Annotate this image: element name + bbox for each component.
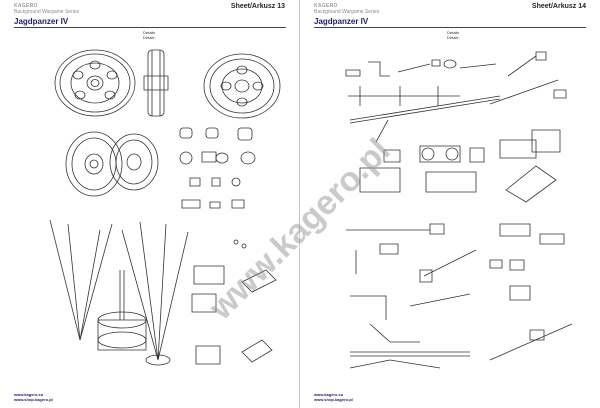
sheet-number: Sheet/Arkusz 13 xyxy=(230,3,285,10)
left-page: KAGERO Background Wargame Series Sheet/A… xyxy=(14,0,300,408)
page-title: Jagdpanzer IV xyxy=(314,17,369,26)
brand-subtitle: Background Wargame Series xyxy=(14,9,80,15)
footer-url[interactable]: www.kagero.eu xyxy=(314,392,344,397)
page-title: Jagdpanzer IV xyxy=(14,17,69,26)
right-page: KAGERO Background Wargame Series Sheet/A… xyxy=(300,0,600,408)
brand-subtitle: Background Wargame Series xyxy=(314,9,380,15)
footer-shop-url[interactable]: www.shop.kagero.pl xyxy=(314,397,353,402)
caption: Details Detale xyxy=(143,30,155,40)
footer: www.kagero.eu www.shop.kagero.pl xyxy=(14,392,53,402)
lamps-drawing xyxy=(176,126,266,216)
sprocket-side-drawing xyxy=(142,48,170,118)
header-rule xyxy=(14,27,286,28)
brand-name: KAGERO xyxy=(14,3,38,9)
header-rule xyxy=(314,27,586,28)
caption: Details Detale xyxy=(447,30,459,40)
caption-pl: Detale xyxy=(143,35,155,40)
footer: www.kagero.eu www.shop.kagero.pl xyxy=(314,392,353,402)
caption-pl: Detale xyxy=(447,35,459,40)
caption-en: Details xyxy=(447,30,460,35)
sprocket-wheel-drawing xyxy=(200,50,285,122)
idler-wheel-drawing xyxy=(62,128,162,200)
sprocket-wheel-drawing xyxy=(50,45,140,120)
footer-shop-url[interactable]: www.shop.kagero.pl xyxy=(14,397,53,402)
crowbars-drawing xyxy=(340,90,580,210)
boxes-drawing xyxy=(186,236,278,372)
tools-drawing xyxy=(340,50,580,130)
sheet-number: Sheet/Arkusz 14 xyxy=(531,3,586,10)
footer-url[interactable]: www.kagero.eu xyxy=(14,392,44,397)
brand-logo: KAGERO Background Wargame Series xyxy=(14,3,79,15)
brand-name: KAGERO xyxy=(314,3,338,9)
tools-lower-drawing xyxy=(340,220,580,370)
brand-logo: KAGERO Background Wargame Series xyxy=(314,3,379,15)
antenna-drawing xyxy=(40,210,210,370)
caption-en: Details xyxy=(143,30,156,35)
